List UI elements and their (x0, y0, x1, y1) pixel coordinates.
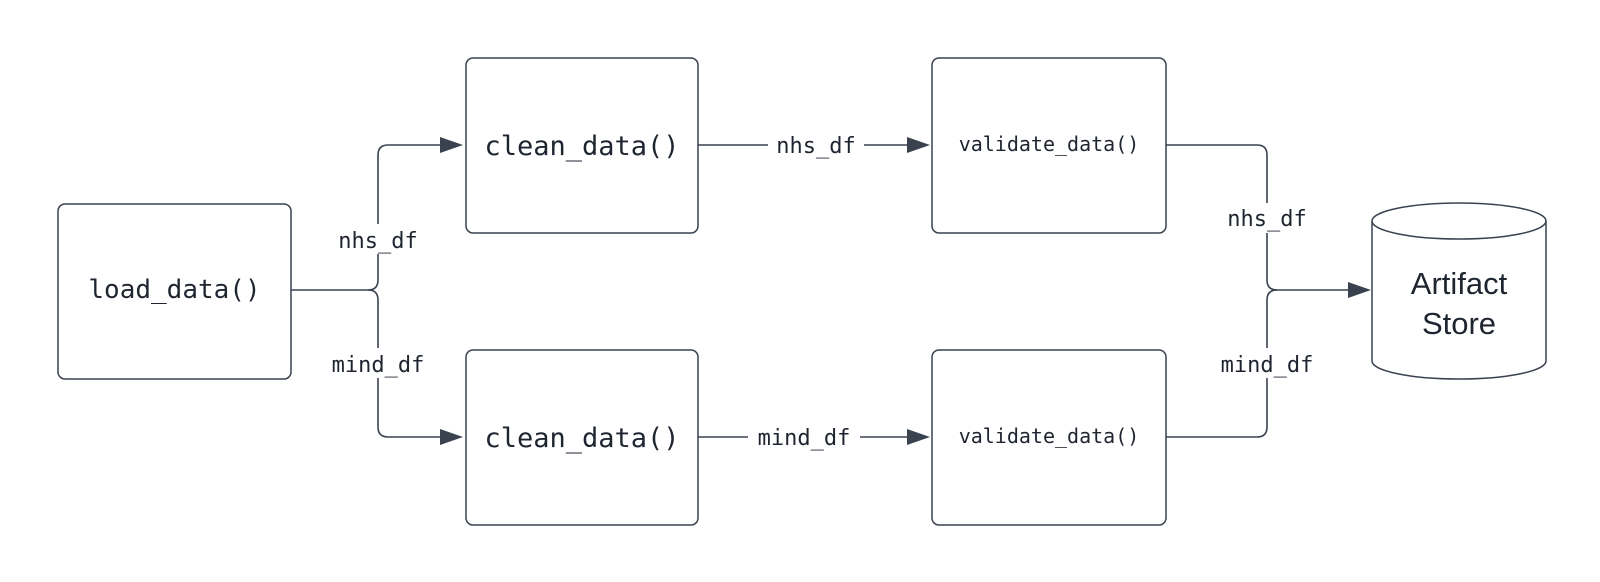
arrowhead-clean-bottom (440, 429, 463, 445)
edge-label-validate-top-to-store: nhs_df (1227, 207, 1306, 232)
arrowhead-store (1348, 282, 1371, 298)
node-clean-data-bottom-label: clean_data() (484, 423, 679, 454)
edge-load-to-clean-bottom (367, 289, 440, 438)
arrowhead-validate-top (907, 137, 930, 153)
arrowhead-clean-top (440, 137, 463, 153)
node-artifact-store-label-line2: Store (1422, 306, 1496, 341)
arrowhead-validate-bottom (907, 429, 930, 445)
node-validate-data-bottom-label: validate_data() (959, 424, 1140, 448)
node-load-data-label: load_data() (88, 275, 260, 305)
database-cylinder-icon (1371, 221, 1547, 380)
node-artifact-store-label-line1: Artifact (1411, 266, 1508, 301)
node-clean-data-top-label: clean_data() (484, 131, 679, 162)
node-clean-data-top[interactable]: clean_data() (465, 57, 699, 234)
edge-label-load-to-clean-top: nhs_df (338, 229, 417, 254)
node-artifact-store[interactable]: Artifact Store (1371, 202, 1547, 380)
node-load-data[interactable]: load_data() (57, 203, 292, 380)
edge-validate-bottom-to-store (1166, 289, 1278, 438)
edge-label-clean-to-validate-bottom: mind_df (758, 426, 851, 451)
edge-label-validate-bottom-to-store: mind_df (1221, 353, 1314, 378)
edge-label-load-to-clean-bottom: mind_df (332, 353, 425, 378)
node-validate-data-bottom[interactable]: validate_data() (931, 349, 1167, 526)
edge-label-clean-to-validate-top: nhs_df (776, 134, 855, 159)
edge-load-to-clean-top (291, 144, 440, 291)
node-clean-data-bottom[interactable]: clean_data() (465, 349, 699, 526)
database-cylinder-top (1371, 202, 1547, 240)
node-validate-data-top[interactable]: validate_data() (931, 57, 1167, 234)
node-validate-data-top-label: validate_data() (959, 132, 1140, 156)
